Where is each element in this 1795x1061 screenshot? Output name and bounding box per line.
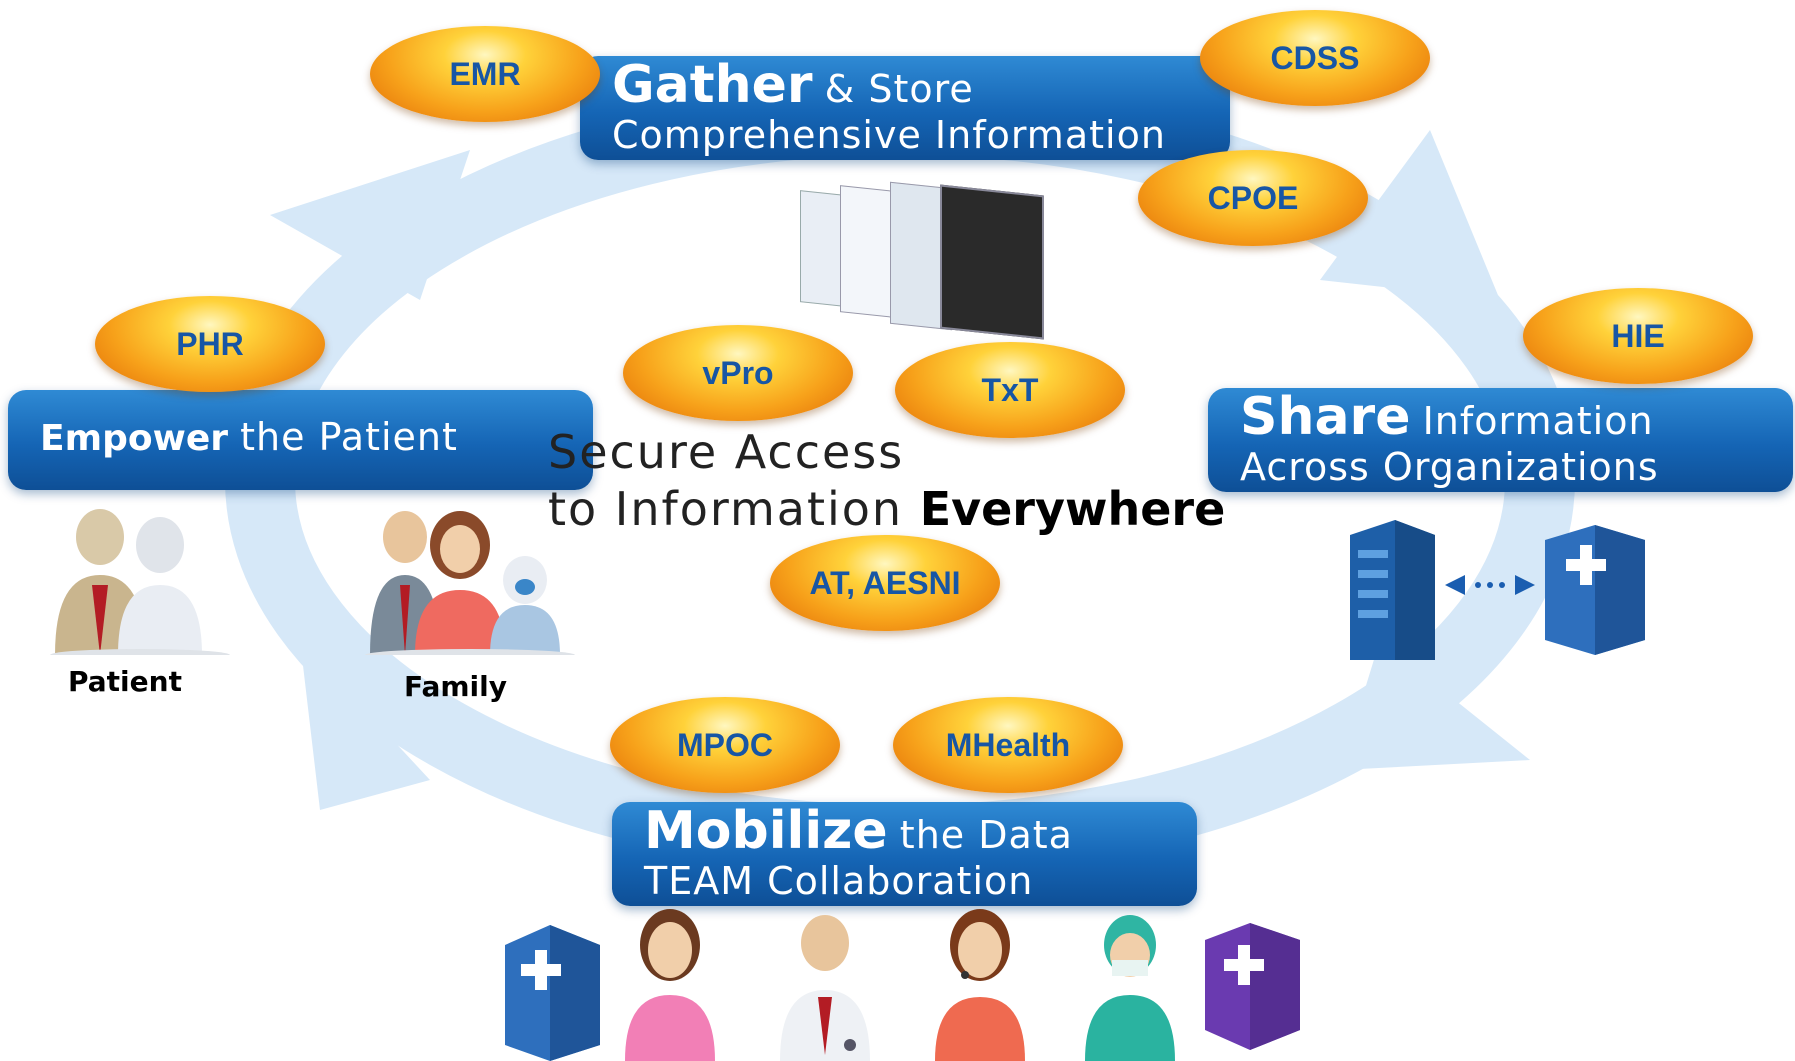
share-line2: Across Organizations bbox=[1240, 445, 1659, 489]
family-icon bbox=[365, 511, 575, 655]
pill-hie-label: HIE bbox=[1611, 317, 1665, 354]
pill-mpoc-label: MPOC bbox=[677, 726, 773, 763]
pill-hie: HIE bbox=[1523, 288, 1753, 384]
pill-cpoe-label: CPOE bbox=[1207, 179, 1299, 216]
share-rest: Information bbox=[1422, 399, 1654, 443]
share-box: Share Information Across Organizations bbox=[1208, 388, 1793, 492]
pill-mhealth: MHealth bbox=[893, 697, 1123, 793]
organizations-exchange-icon bbox=[1350, 520, 1645, 660]
caption-patient: Patient bbox=[68, 665, 182, 698]
pill-phr-label: PHR bbox=[176, 325, 244, 362]
hospital-icon bbox=[1545, 525, 1645, 655]
patient-couple-icon bbox=[50, 509, 230, 655]
gather-box: Gather & Store Comprehensive Information bbox=[580, 56, 1230, 160]
pill-txt-label: TxT bbox=[981, 371, 1039, 408]
center-line2-strong: Everywhere bbox=[919, 482, 1226, 536]
pill-phr: PHR bbox=[95, 296, 325, 392]
gather-line2: Comprehensive Information bbox=[612, 113, 1166, 157]
exchange-arrow-icon bbox=[1445, 575, 1535, 595]
pill-at-aesni-label: AT, AESNI bbox=[809, 564, 961, 601]
arrow-head-top-left bbox=[270, 150, 470, 300]
screens-illustration bbox=[800, 181, 1045, 345]
empower-rest: the Patient bbox=[240, 415, 458, 459]
clinic-icon-blue bbox=[505, 925, 600, 1061]
mobilize-rest: the Data bbox=[899, 813, 1073, 857]
pill-cdss-label: CDSS bbox=[1270, 39, 1360, 76]
pill-cdss: CDSS bbox=[1200, 10, 1430, 106]
mobilize-strong: Mobilize bbox=[644, 801, 888, 861]
gather-rest: & Store bbox=[824, 67, 974, 111]
surgeon-icon bbox=[1085, 915, 1175, 1061]
clinic-icon-purple bbox=[1205, 923, 1300, 1050]
center-line2: to Information Everywhere bbox=[548, 482, 1225, 536]
arrow-head-top-right bbox=[1320, 130, 1500, 300]
pill-vpro: vPro bbox=[623, 325, 853, 421]
arrow-head-bottom-left bbox=[300, 640, 430, 810]
pill-vpro-label: vPro bbox=[702, 354, 774, 391]
pill-emr: EMR bbox=[370, 26, 600, 122]
care-team-icons bbox=[505, 909, 1300, 1061]
building-icon bbox=[1350, 520, 1435, 660]
center-line2-prefix: to Information bbox=[548, 482, 904, 536]
mobilize-line2: TEAM Collaboration bbox=[644, 859, 1034, 903]
share-strong: Share bbox=[1240, 387, 1411, 447]
pill-at-aesni: AT, AESNI bbox=[770, 535, 1000, 631]
arrow-head-bottom-right bbox=[1340, 640, 1530, 770]
empower-box: Empower the Patient bbox=[8, 390, 593, 490]
gather-strong: Gather bbox=[612, 55, 813, 115]
pill-mhealth-label: MHealth bbox=[945, 726, 1071, 763]
pill-txt: TxT bbox=[895, 342, 1125, 438]
pill-mpoc: MPOC bbox=[610, 697, 840, 793]
doctor-icon bbox=[780, 915, 870, 1061]
empower-strong: Empower bbox=[40, 418, 229, 459]
pill-emr-label: EMR bbox=[449, 55, 521, 92]
nurse-icon bbox=[625, 909, 715, 1061]
pill-cpoe: CPOE bbox=[1138, 150, 1368, 246]
caption-family: Family bbox=[404, 670, 508, 703]
mobilize-box: Mobilize the Data TEAM Collaboration bbox=[612, 802, 1197, 906]
center-line1: Secure Access bbox=[548, 425, 905, 479]
operator-icon bbox=[935, 909, 1025, 1061]
